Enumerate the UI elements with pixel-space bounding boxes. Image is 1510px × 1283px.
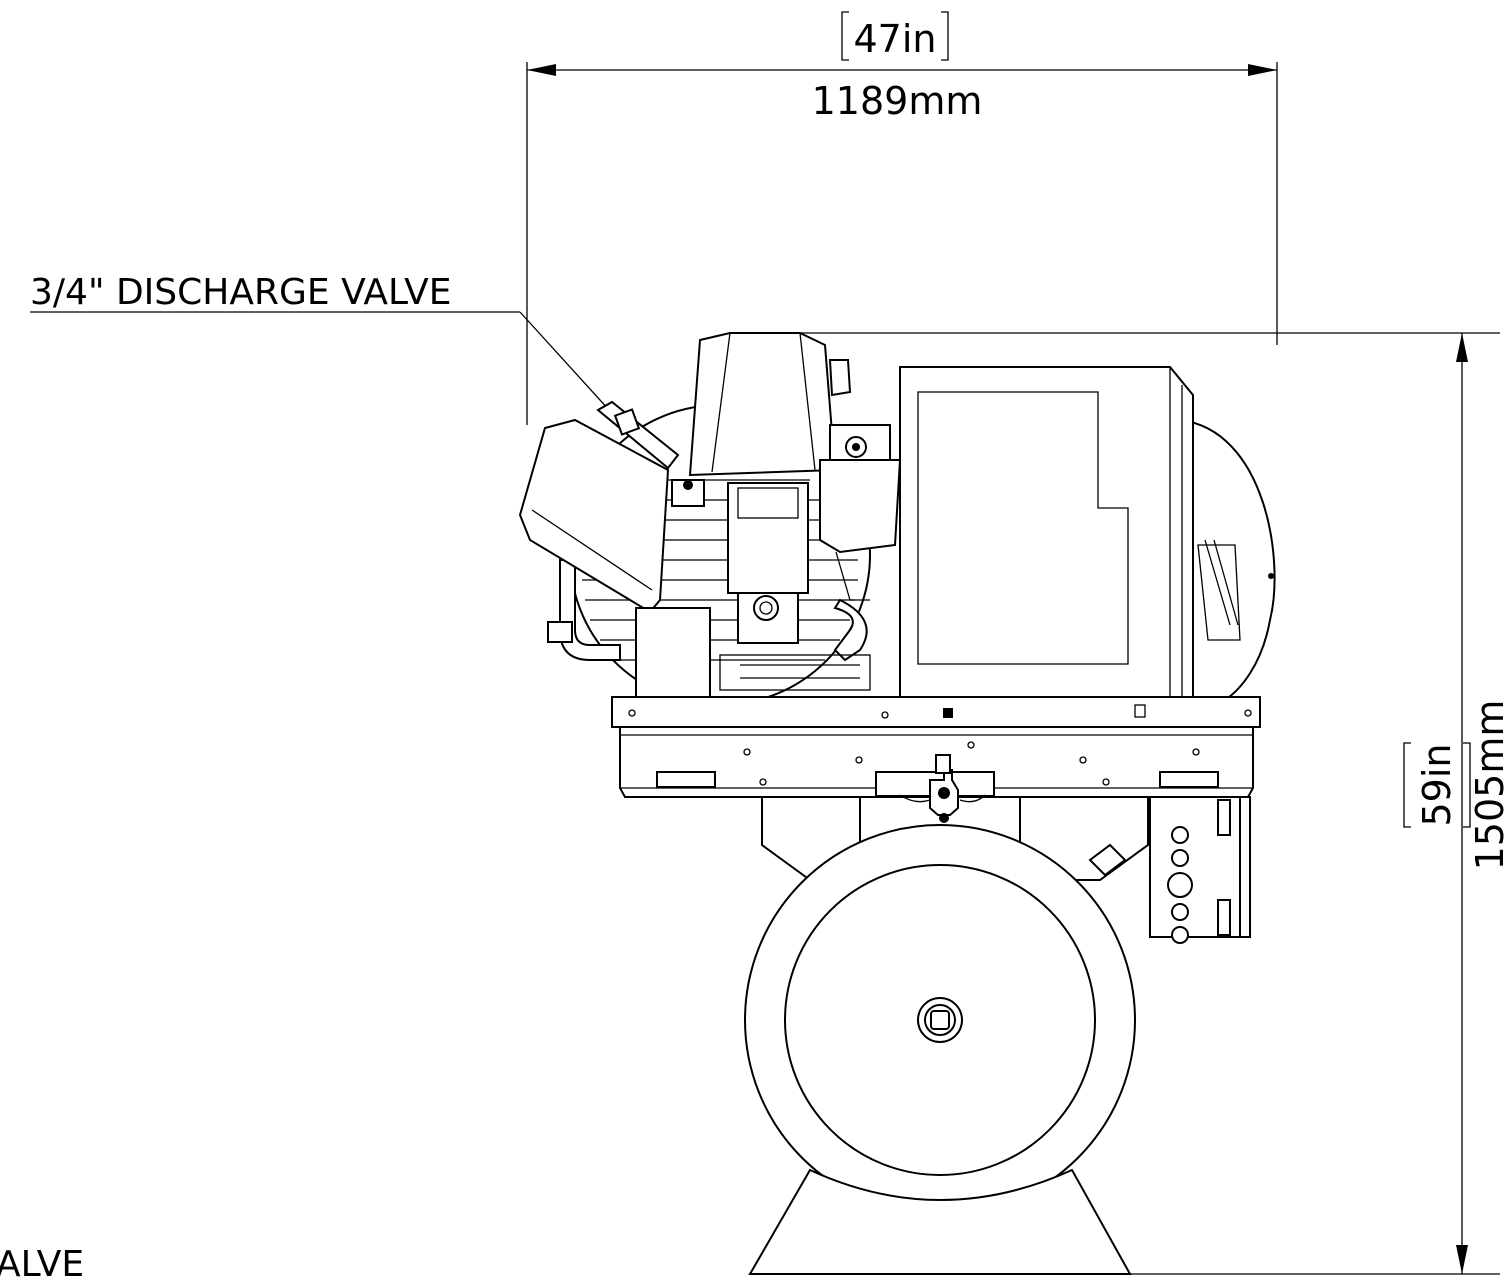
side-bracket [1149,796,1251,944]
base-plate [611,696,1261,728]
height-metric-label: 1505mm [1468,700,1510,871]
air-tank [744,824,1136,1216]
width-arrow-right [1248,64,1277,76]
height-arrow-top [1456,333,1468,362]
width-imperial-label: 47in [854,17,937,61]
tank-saddle [748,1168,1132,1275]
discharge-valve-callout: 3/4" DISCHARGE VALVE [30,272,681,489]
intake-filter [518,418,670,614]
height-arrow-bottom [1456,1245,1468,1274]
motor-housing [899,366,1194,721]
crankcase [727,482,809,594]
air-tank-end-cap [784,864,1096,1176]
height-imperial-label: 59in [1415,744,1459,827]
width-arrow-left [527,64,556,76]
pressure-switch [635,607,711,704]
truncated-valve-label: ALVE [0,1244,84,1283]
height-dimension: 59in 1505mm [800,332,1510,1275]
motor-end-bell [1179,418,1276,701]
width-metric-label: 1189mm [812,79,983,123]
compressor-assembly [518,332,1276,1275]
discharge-valve-label: 3/4" DISCHARGE VALVE [30,272,452,313]
width-dimension: 47in 1189mm [526,11,1278,425]
